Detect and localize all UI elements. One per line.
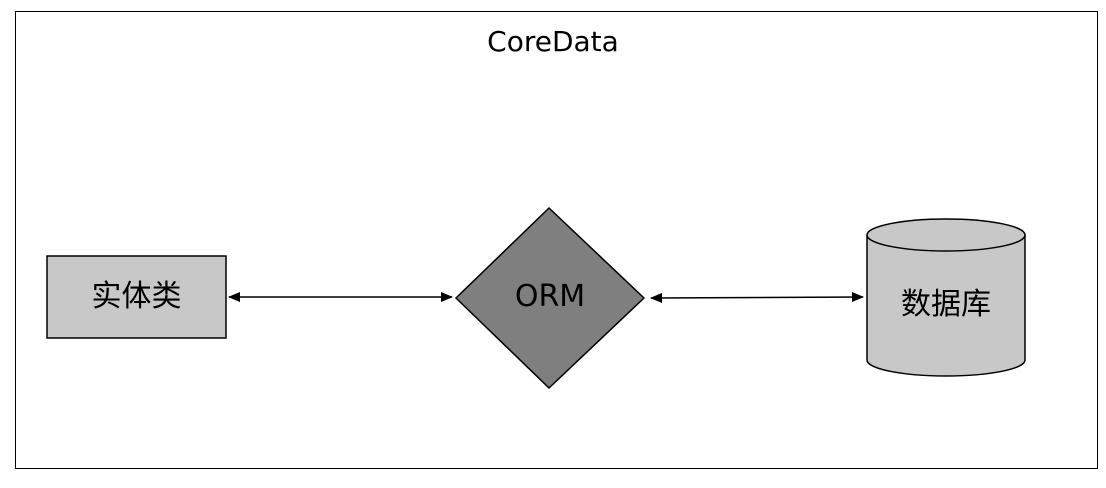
database-cylinder-body [866,235,1026,377]
orm-label: ORM [514,279,586,314]
diagram-title: CoreData [487,25,619,58]
entity-node [46,255,227,339]
orm-node [454,206,646,390]
entity-label: 实体类 [91,279,182,314]
database-cylinder-top [866,218,1026,252]
database-node [866,218,1026,377]
database-label: 数据库 [901,287,991,322]
edge-orm-database [650,292,864,303]
